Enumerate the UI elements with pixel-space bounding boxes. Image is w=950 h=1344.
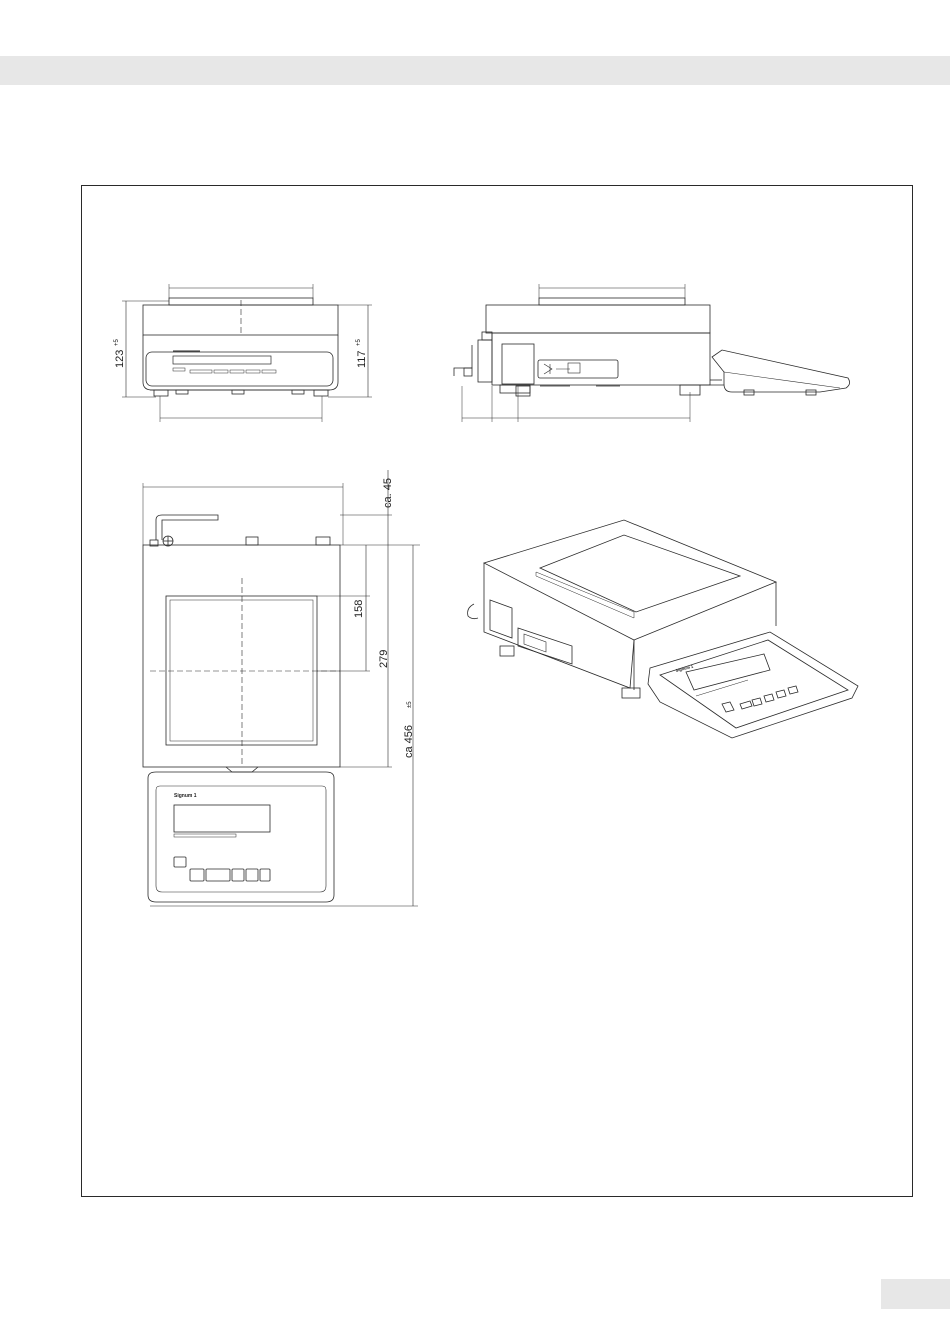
front-view: [122, 284, 372, 422]
dim-height-front-tol: +5: [114, 338, 120, 346]
display-brand-label: Signum 1: [174, 793, 197, 799]
dim-total-depth-tol: ±5: [407, 701, 413, 708]
side-view: [454, 284, 850, 422]
page-number-tab: [881, 1279, 950, 1309]
top-view: [143, 470, 420, 906]
dim-height-front-inner: 117: [356, 350, 368, 368]
dim-body-depth: 279: [378, 650, 390, 668]
display-brand-label-perspective: Signum 1: [675, 664, 694, 673]
dim-total-depth: ca 456: [403, 725, 415, 758]
dim-height-front-inner-tol: +5: [356, 338, 362, 346]
dim-pan-depth: 158: [353, 600, 365, 618]
perspective-view: [468, 520, 858, 738]
dim-height-front: 123: [114, 350, 126, 368]
dim-top-clearance: ca. 45: [382, 478, 394, 508]
